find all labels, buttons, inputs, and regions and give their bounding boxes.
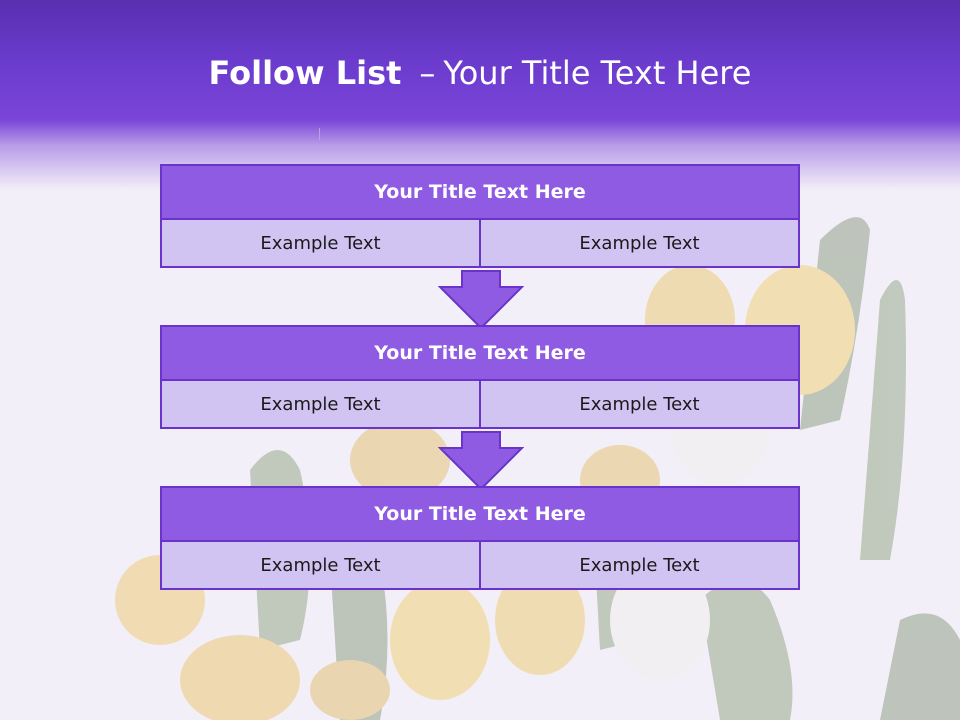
block-row: Example Text Example Text <box>160 381 800 429</box>
slide-title: Follow List–Your Title Text Here <box>0 54 960 92</box>
slide-title-dash: – <box>419 54 436 92</box>
block-row: Example Text Example Text <box>160 542 800 590</box>
block-cell-right: Example Text <box>481 381 800 429</box>
block-row: Example Text Example Text <box>160 220 800 268</box>
follow-block-2: Your Title Text Here Example Text Exampl… <box>160 325 800 429</box>
block-cell-left: Example Text <box>160 381 481 429</box>
block-title: Your Title Text Here <box>160 486 800 542</box>
down-arrow-icon <box>438 431 524 491</box>
slide-title-rest: Your Title Text Here <box>443 54 752 92</box>
block-cell-left: Example Text <box>160 220 481 268</box>
down-arrow-icon <box>438 270 524 330</box>
tick-mark <box>319 128 320 140</box>
block-cell-left: Example Text <box>160 542 481 590</box>
block-title: Your Title Text Here <box>160 325 800 381</box>
follow-block-3: Your Title Text Here Example Text Exampl… <box>160 486 800 590</box>
slide-title-bold: Follow List <box>208 54 402 92</box>
header-band <box>0 0 960 190</box>
block-title: Your Title Text Here <box>160 164 800 220</box>
block-cell-right: Example Text <box>481 542 800 590</box>
block-cell-right: Example Text <box>481 220 800 268</box>
follow-block-1: Your Title Text Here Example Text Exampl… <box>160 164 800 268</box>
